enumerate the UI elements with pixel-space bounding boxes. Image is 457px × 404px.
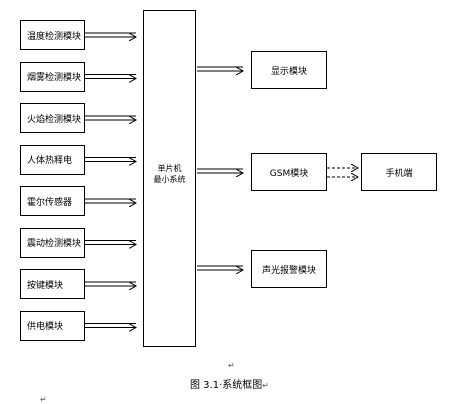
mcu-label-line1: 单片机 <box>157 164 182 173</box>
mcu-min-system-box: 单片机 最小系统 <box>143 10 196 347</box>
input-module-box: 震动检测模块 <box>20 227 85 258</box>
alarm-module-label: 声光报警模块 <box>261 265 316 276</box>
input-module-label: 烟雾检测模块 <box>27 73 82 83</box>
input-module-label: 按键模块 <box>27 280 64 291</box>
input-module-box: 供电模块 <box>20 310 85 341</box>
input-module-label: 温度检测模块 <box>27 31 82 42</box>
paragraph-mark-1: ↵ <box>228 361 235 370</box>
paragraph-mark-3: ↵ <box>40 395 47 404</box>
gsm-module-label: GSM模块 <box>269 168 309 179</box>
input-module-box: 火焰检测模块 <box>20 103 85 133</box>
display-module-box: 显示模块 <box>251 51 327 89</box>
input-module-label: 霍尔传感器 <box>27 197 73 208</box>
input-module-label: 火焰检测模块 <box>27 114 82 125</box>
paragraph-mark-2: ↵ <box>262 381 269 390</box>
input-module-label: 供电模块 <box>27 322 64 332</box>
phone-label: 手机端 <box>385 168 413 179</box>
input-module-box: 烟雾检测模块 <box>20 61 85 92</box>
gsm-module-box: GSM模块 <box>251 153 327 191</box>
input-module-box: 霍尔传感器 <box>20 186 85 216</box>
display-module-label: 显示模块 <box>270 66 307 77</box>
alarm-module-box: 声光报警模块 <box>251 250 327 288</box>
input-module-box: 温度检测模块 <box>20 20 85 50</box>
phone-box: 手机端 <box>361 153 437 191</box>
input-module-label: 震动检测模块 <box>27 239 82 249</box>
figure-caption: 图 3.1·系统框图↵ <box>190 380 269 391</box>
input-module-box: 人体热释电 <box>20 144 85 175</box>
input-module-label: 人体热释电 <box>27 156 73 166</box>
mcu-label-line2: 最小系统 <box>153 175 186 184</box>
input-module-box: 按键模块 <box>20 269 85 299</box>
